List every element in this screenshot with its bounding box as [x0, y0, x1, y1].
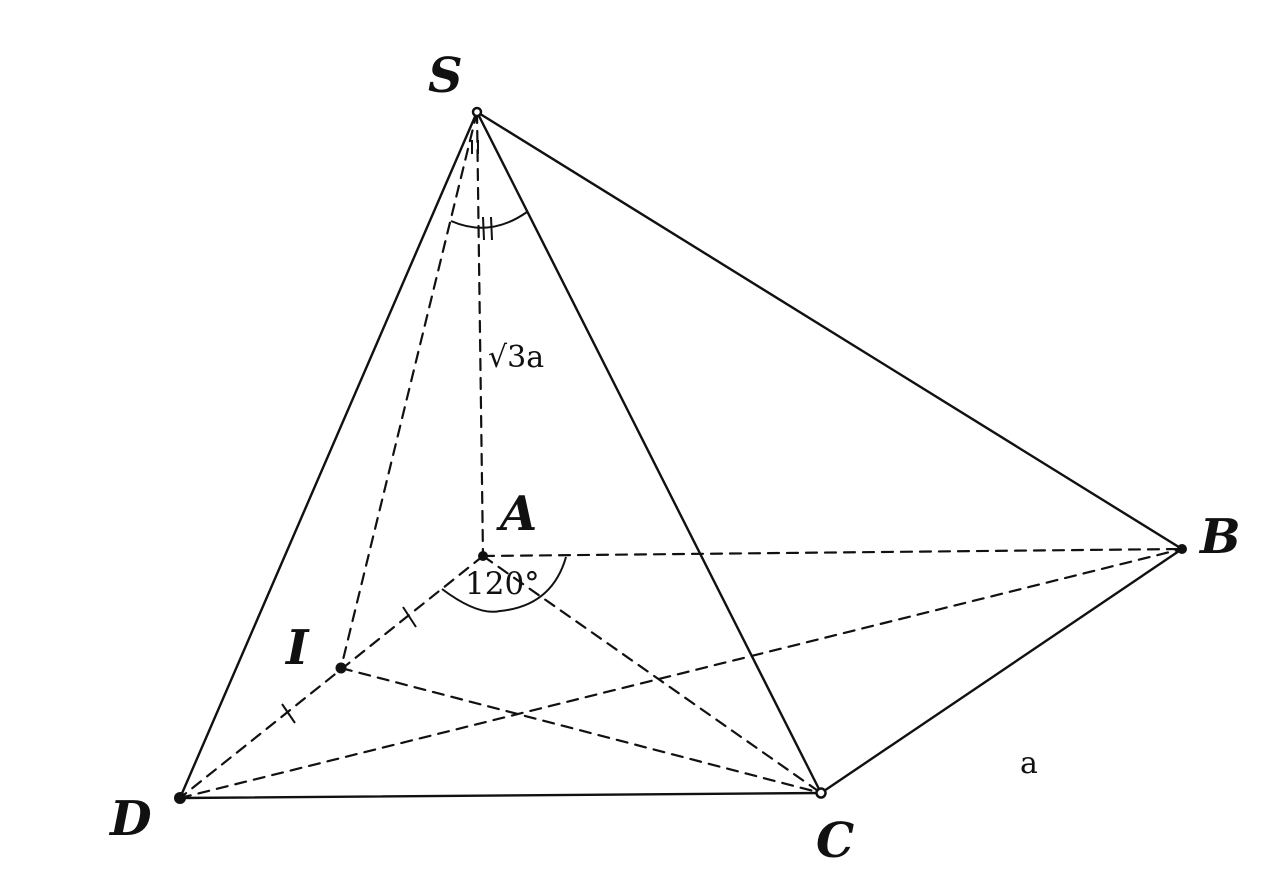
label-B: B — [1198, 509, 1241, 565]
edge-SI — [339, 110, 479, 670]
edge-SB — [475, 110, 1184, 551]
edge-IC — [339, 666, 823, 795]
edge-AD — [178, 554, 485, 800]
angle-arc-S — [450, 211, 528, 229]
point-I — [335, 662, 347, 674]
tick-DI — [281, 703, 296, 724]
label-C: C — [816, 813, 854, 869]
tick-IA — [402, 606, 417, 628]
angle-tick-S-1 — [482, 216, 485, 241]
side-label: a — [1020, 746, 1038, 781]
edge-CB — [819, 547, 1184, 795]
label-I: I — [284, 620, 310, 676]
height-label: √3a — [488, 340, 544, 375]
edge-SC — [475, 110, 823, 795]
angle-arc-A — [441, 556, 567, 613]
angle-tick-S-2 — [490, 216, 493, 241]
point-B — [1177, 544, 1187, 554]
point-D — [174, 792, 186, 804]
label-S: S — [428, 48, 463, 104]
edge-SA — [475, 110, 485, 558]
point-C — [815, 787, 827, 799]
label-D: D — [108, 791, 152, 847]
edge-DB — [178, 547, 1184, 800]
point-A — [478, 551, 488, 561]
angle-label-A: 120° — [465, 566, 540, 602]
edge-AB — [481, 547, 1184, 558]
edge-AC — [481, 554, 823, 795]
label-A: A — [496, 486, 537, 542]
edge-DC — [178, 791, 823, 800]
edge-SD — [178, 110, 479, 800]
point-S — [471, 106, 483, 118]
